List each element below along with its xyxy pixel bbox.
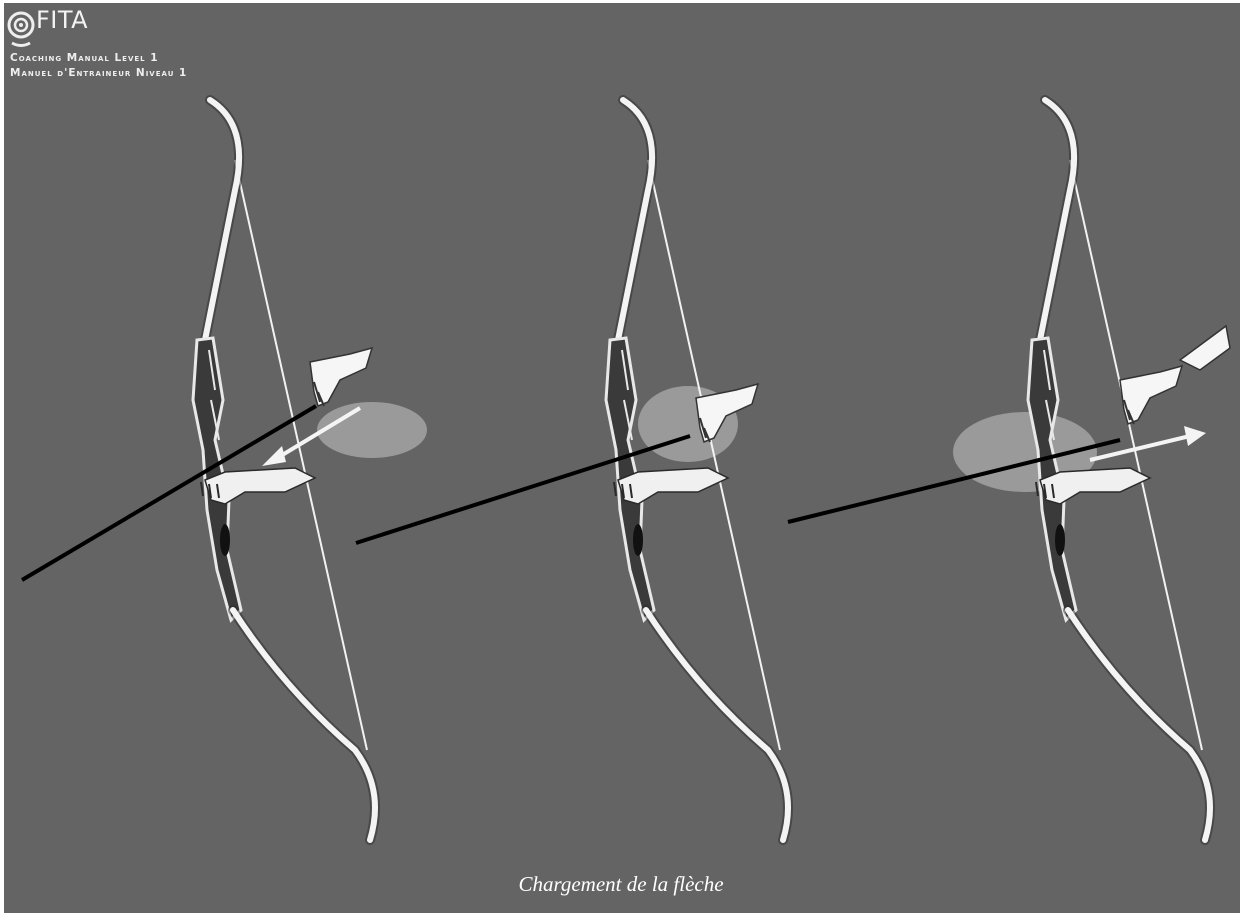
bow-illustration-1 — [22, 100, 427, 840]
bow-illustration-3 — [788, 100, 1230, 840]
figure-caption: Chargement de la flèche — [0, 872, 1242, 897]
bow-illustration-2 — [356, 100, 788, 840]
